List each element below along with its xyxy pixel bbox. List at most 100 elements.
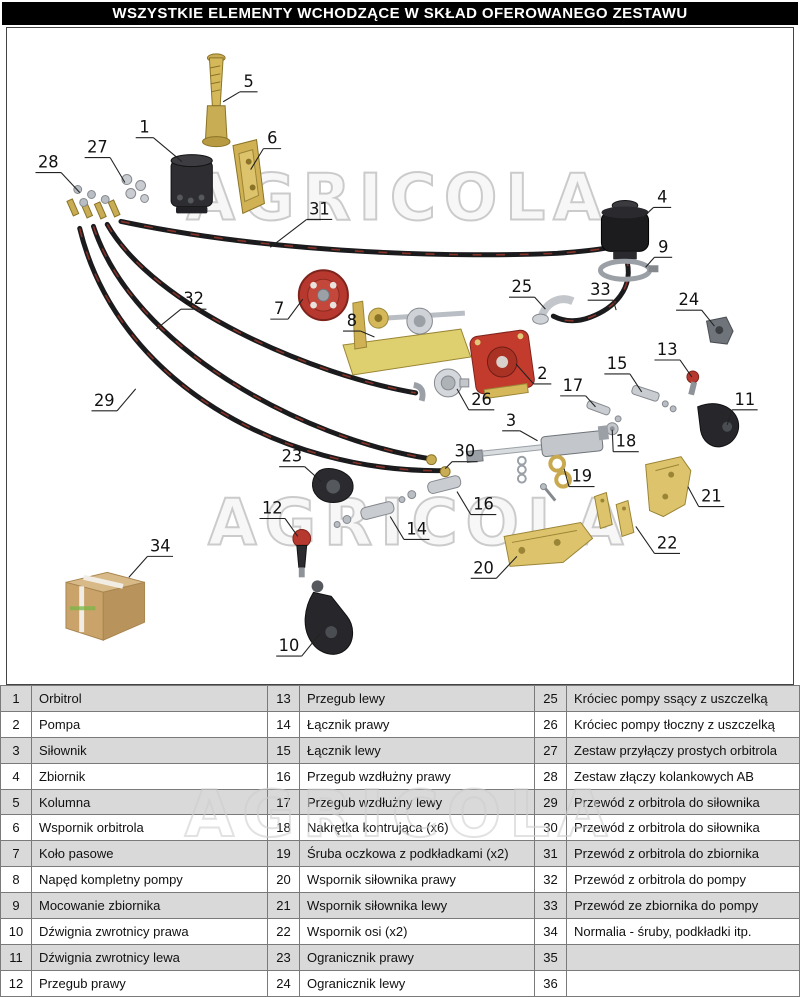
callout-leader-line — [153, 137, 183, 163]
callout-number-4: 4 — [657, 187, 667, 206]
callout-leader-line — [287, 298, 304, 320]
part-number-cell: 25 — [535, 686, 567, 712]
callout-number-29: 29 — [94, 391, 115, 410]
part-name-cell: Dźwignia zwrotnicy prawa — [32, 919, 268, 945]
callout-leader-line — [284, 518, 299, 537]
part-name-cell: Przegub wzdłużny lewy — [300, 789, 535, 816]
callout-leader-line — [645, 256, 655, 268]
part-number-cell: 31 — [535, 841, 567, 868]
callout-leader-line — [640, 207, 654, 220]
callout-leader-line — [726, 409, 733, 425]
callout-number-30: 30 — [455, 442, 476, 461]
parts-layer — [65, 53, 740, 655]
callout-number-6: 6 — [267, 129, 277, 148]
part-name-cell: Przegub wzdłużny prawy — [300, 763, 535, 790]
part-number-cell: 14 — [268, 711, 300, 738]
callout-number-7: 7 — [274, 299, 284, 318]
callout-number-10: 10 — [279, 636, 300, 655]
part-longitudinal-joint-right — [398, 475, 462, 504]
callout-number-23: 23 — [282, 447, 303, 466]
part-name-cell — [567, 970, 800, 997]
part-number-cell: 27 — [535, 737, 567, 764]
hose-31 — [118, 218, 613, 258]
callout-leader-line — [701, 309, 715, 327]
part-number-cell: 12 — [0, 970, 32, 997]
callout-number-32: 32 — [183, 289, 204, 308]
callout-leader-line — [629, 373, 643, 393]
part-number-cell: 22 — [268, 919, 300, 945]
part-pump-drive — [342, 300, 472, 376]
callout-leader-line — [563, 468, 570, 487]
part-name-cell: Zestaw przyłączy prostych orbitrola — [567, 737, 800, 764]
part-name-cell: Przegub lewy — [300, 686, 535, 712]
part-number-cell: 29 — [535, 789, 567, 816]
callout-leader-line — [222, 91, 241, 103]
hose-elbow-fitting — [413, 381, 426, 402]
hose-end-fittings — [66, 198, 121, 220]
part-number-cell: 20 — [268, 867, 300, 894]
part-reservoir-clamp — [597, 258, 659, 282]
part-name-cell: Koło pasowe — [32, 841, 268, 868]
part-number-cell: 21 — [268, 893, 300, 920]
callout-leader-line — [109, 157, 126, 183]
part-cylinder-bracket-left — [645, 456, 692, 518]
callout-leader-line — [515, 363, 535, 385]
part-eye-bolt-set — [540, 454, 572, 502]
part-number-cell: 19 — [268, 841, 300, 868]
part-pressure-fitting — [433, 368, 470, 398]
hose-banjo-fitting — [426, 454, 437, 466]
part-name-cell: Przewód z orbitrola do siłownika — [567, 815, 800, 842]
callout-leader-line — [301, 633, 320, 657]
part-number-cell: 7 — [0, 841, 32, 868]
part-number-cell: 33 — [535, 893, 567, 920]
part-name-cell: Króciec pompy ssący z uszczelką — [567, 686, 800, 712]
part-axle-brackets — [593, 491, 635, 538]
part-name-cell: Normalia - śruby, podkładki itp. — [567, 919, 800, 945]
part-number-cell: 23 — [268, 944, 300, 971]
part-name-cell: Przewód ze zbiornika do pompy — [567, 893, 800, 920]
page-title: WSZYSTKIE ELEMENTY WCHODZĄCE W SKŁAD OFE… — [112, 5, 688, 22]
part-name-cell: Łącznik lewy — [300, 737, 535, 764]
part-lock-nut — [605, 422, 619, 436]
part-limiter-right — [312, 468, 354, 504]
callout-leader-line — [679, 359, 693, 378]
part-name-cell: Napęd kompletny pompy — [32, 867, 268, 894]
part-number-cell: 11 — [0, 944, 32, 971]
part-name-cell: Ogranicznik lewy — [300, 970, 535, 997]
callout-number-24: 24 — [679, 290, 700, 309]
callout-number-34: 34 — [150, 536, 171, 555]
callout-leader-line — [611, 429, 614, 452]
callout-leader-line — [60, 172, 81, 193]
callout-leader-line — [304, 466, 322, 483]
callout-number-20: 20 — [473, 558, 494, 577]
callout-leader-line — [456, 388, 470, 411]
part-name-cell: Nakrętka kontrująca (x6) — [300, 815, 535, 842]
part-elbow-fittings — [73, 185, 110, 207]
callout-leader-line — [389, 516, 405, 540]
callout-leader-line — [269, 218, 307, 248]
watermark-layer: AGRICOLA AGRICOLA — [185, 159, 624, 561]
part-name-cell: Wspornik siłownika lewy — [300, 893, 535, 920]
part-number-cell: 26 — [535, 711, 567, 738]
callout-leader-line — [612, 300, 617, 311]
part-number-cell: 16 — [268, 763, 300, 790]
part-orbitrol — [170, 154, 213, 214]
part-name-cell: Wspornik osi (x2) — [300, 919, 535, 945]
callout-number-17: 17 — [563, 376, 584, 395]
title-bar: WSZYSTKIE ELEMENTY WCHODZĄCE W SKŁAD OFE… — [2, 2, 798, 25]
part-name-cell: Śruba oczkowa z podkładkami (x2) — [300, 841, 535, 868]
callout-leader-line — [156, 308, 182, 330]
part-number-cell: 6 — [0, 815, 32, 842]
part-name-cell: Mocowanie zbiornika — [32, 893, 268, 920]
